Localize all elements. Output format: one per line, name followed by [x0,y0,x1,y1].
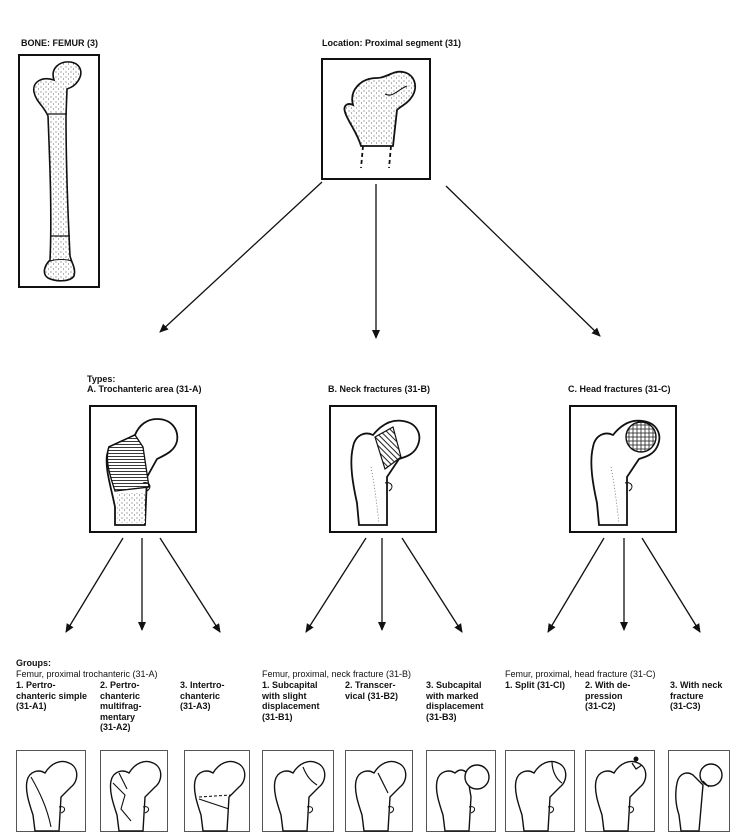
group-b1-figure [262,750,334,832]
arrow-to-b1 [306,538,366,632]
types-heading: Types: [87,374,115,385]
groups-heading: Groups: [16,658,51,669]
group-c2-figure [585,750,655,832]
group-b2-label: 2. Transcer-vical (31-B2) [345,680,398,701]
group-c1-label: 1. Split (31-Cl) [505,680,565,691]
group-b3-figure [426,750,496,832]
group-c2-label: 2. With de-pression(31-C2) [585,680,630,712]
type-b-label: B. Neck fractures (31-B) [328,384,430,395]
group-a3-figure [184,750,250,832]
arrow-to-b3 [402,538,462,632]
group-b2-figure [345,750,413,832]
group-a3-label: 3. Intertro-chanteric(31-A3) [180,680,225,712]
group-a1-label: 1. Pertro-chanteric simple(31-A1) [16,680,87,712]
group-a2-figure [100,750,168,832]
group-c3-figure [668,750,730,832]
group-c-header: Femur, proximal, head fracture (31-C) [505,669,656,680]
group-a-header: Femur, proximal trochanteric (31-A) [16,669,158,680]
type-a-figure [89,405,197,533]
arrow-to-c3 [642,538,700,632]
arrow-to-a3 [160,538,220,632]
type-a-label: A. Trochanteric area (31-A) [87,384,202,395]
arrow-to-type-c [446,186,600,336]
type-b-figure [329,405,437,533]
arrow-to-c1 [548,538,604,632]
arrow-to-type-a [160,182,322,332]
group-b-header: Femur, proximal, neck fracture (31-B) [262,669,411,680]
group-c1-figure [505,750,575,832]
group-a1-figure [16,750,86,832]
type-c-figure [569,405,677,533]
type-c-label: C. Head fractures (31-C) [568,384,671,395]
arrow-to-a1 [66,538,123,632]
